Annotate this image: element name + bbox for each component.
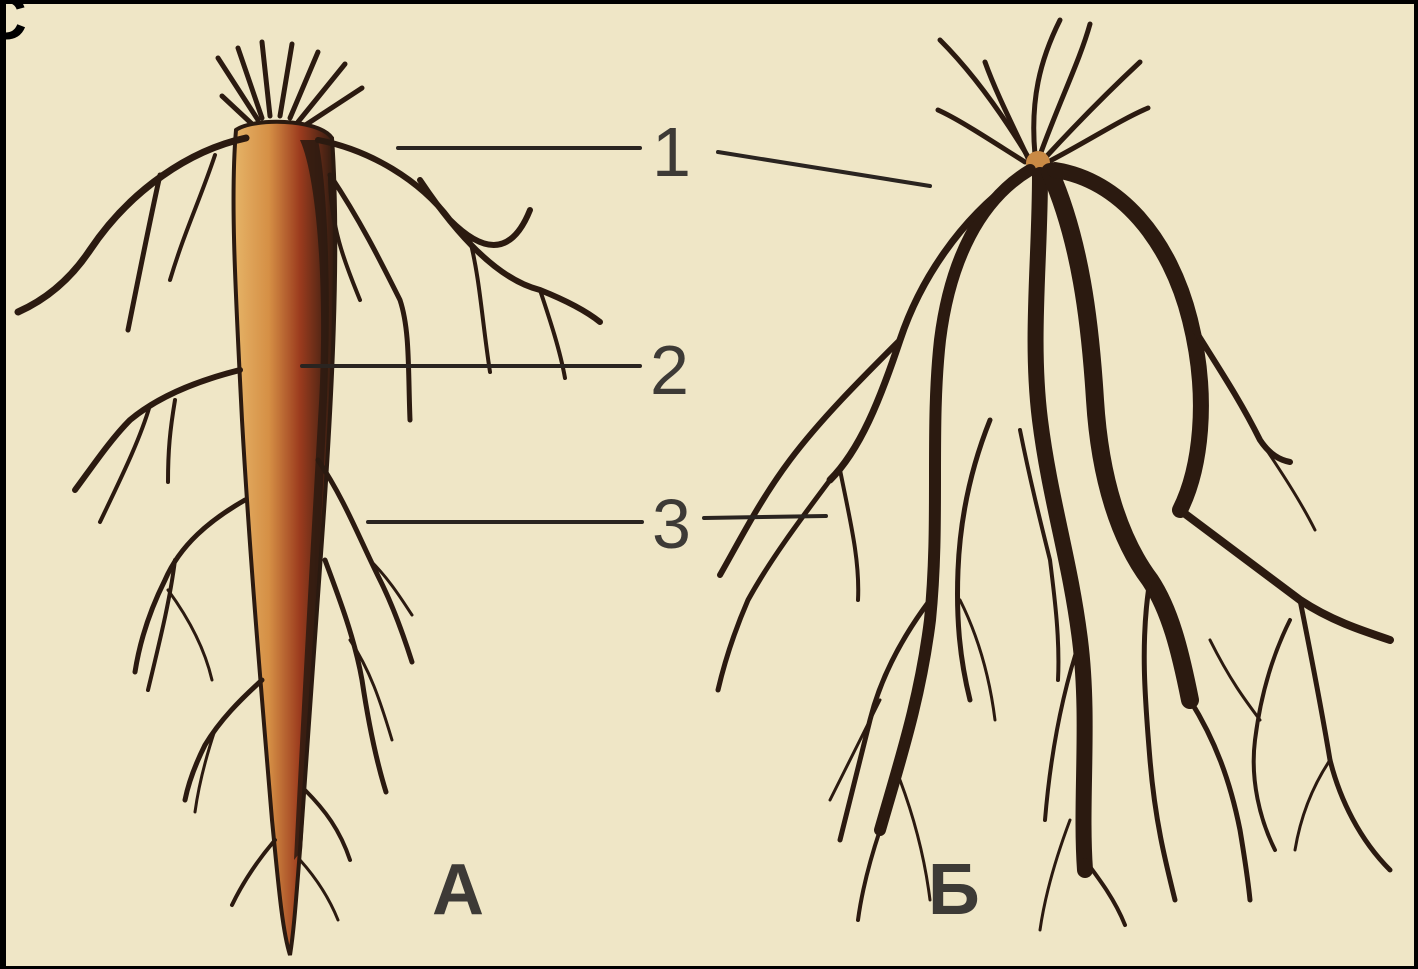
fibrous-fine-roots xyxy=(718,340,1390,930)
callout-number-1: 1 xyxy=(652,113,691,191)
fibrous-root-system xyxy=(718,20,1390,930)
crown-leaf-bases-a xyxy=(218,42,362,126)
callout-leader-lines xyxy=(302,148,930,522)
callout-number-3: 3 xyxy=(652,485,691,563)
leader-line-1-b xyxy=(718,152,930,186)
panel-label-taproot: А xyxy=(432,850,484,930)
crown-leaf-bases-b xyxy=(938,20,1148,162)
fibrous-main-roots xyxy=(830,170,1390,870)
panel-label-fibrous: Б xyxy=(928,850,980,930)
taproot-system xyxy=(18,42,600,955)
callout-number-2: 2 xyxy=(650,331,689,409)
leader-line-3-b xyxy=(704,516,826,518)
